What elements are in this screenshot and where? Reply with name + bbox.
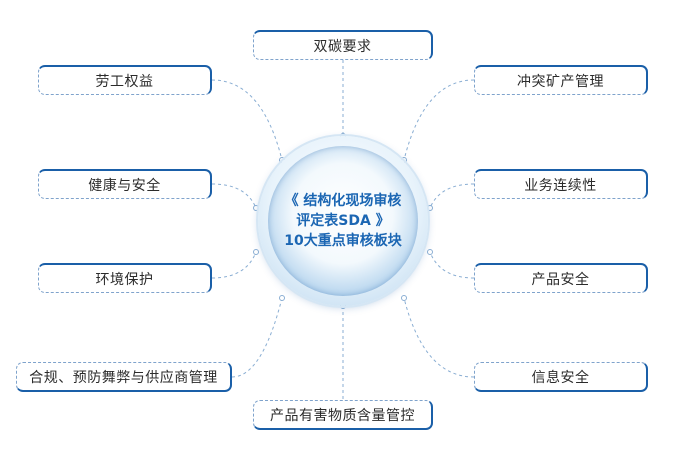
connector-dot (253, 249, 259, 255)
module-box-product-safety: 产品安全 (474, 263, 648, 293)
module-box-health-safety: 健康与安全 (38, 169, 212, 199)
module-box-business-continuity: 业务连续性 (474, 169, 648, 199)
module-box-labor: 劳工权益 (38, 65, 212, 95)
module-box-information-security: 信息安全 (474, 362, 648, 392)
connector-mid-right-2 (429, 251, 475, 279)
center-title-line-1: 《 结构化现场审核 (284, 193, 402, 209)
center-circle (268, 146, 418, 296)
connector-dot (279, 295, 285, 301)
module-box-conflict-minerals: 冲突矿产管理 (474, 65, 648, 95)
connector-dot (427, 249, 433, 255)
connector-upper-right (403, 79, 475, 161)
center-title: 《 结构化现场审核 评定表SDA 》 10大重点审核板块 (268, 146, 418, 296)
center-title-line-2: 评定表SDA 》 (296, 213, 390, 229)
connector-lower-left (231, 297, 283, 378)
connector-mid-right-1 (429, 183, 475, 209)
connector-upper-left (211, 79, 283, 161)
connector-mid-left-2 (211, 251, 257, 279)
module-box-environment: 环境保护 (38, 263, 212, 293)
connector-lower-right (403, 297, 475, 378)
module-box-hazardous-substances: 产品有害物质含量管控 (253, 400, 433, 430)
center-title-line-3: 10大重点审核板块 (284, 233, 402, 249)
connector-dot (401, 295, 407, 301)
connector-dot (427, 205, 433, 211)
module-box-compliance: 合规、预防舞弊与供应商管理 (16, 362, 232, 392)
module-box-carbon: 双碳要求 (253, 30, 433, 60)
connector-mid-left-1 (211, 183, 257, 209)
